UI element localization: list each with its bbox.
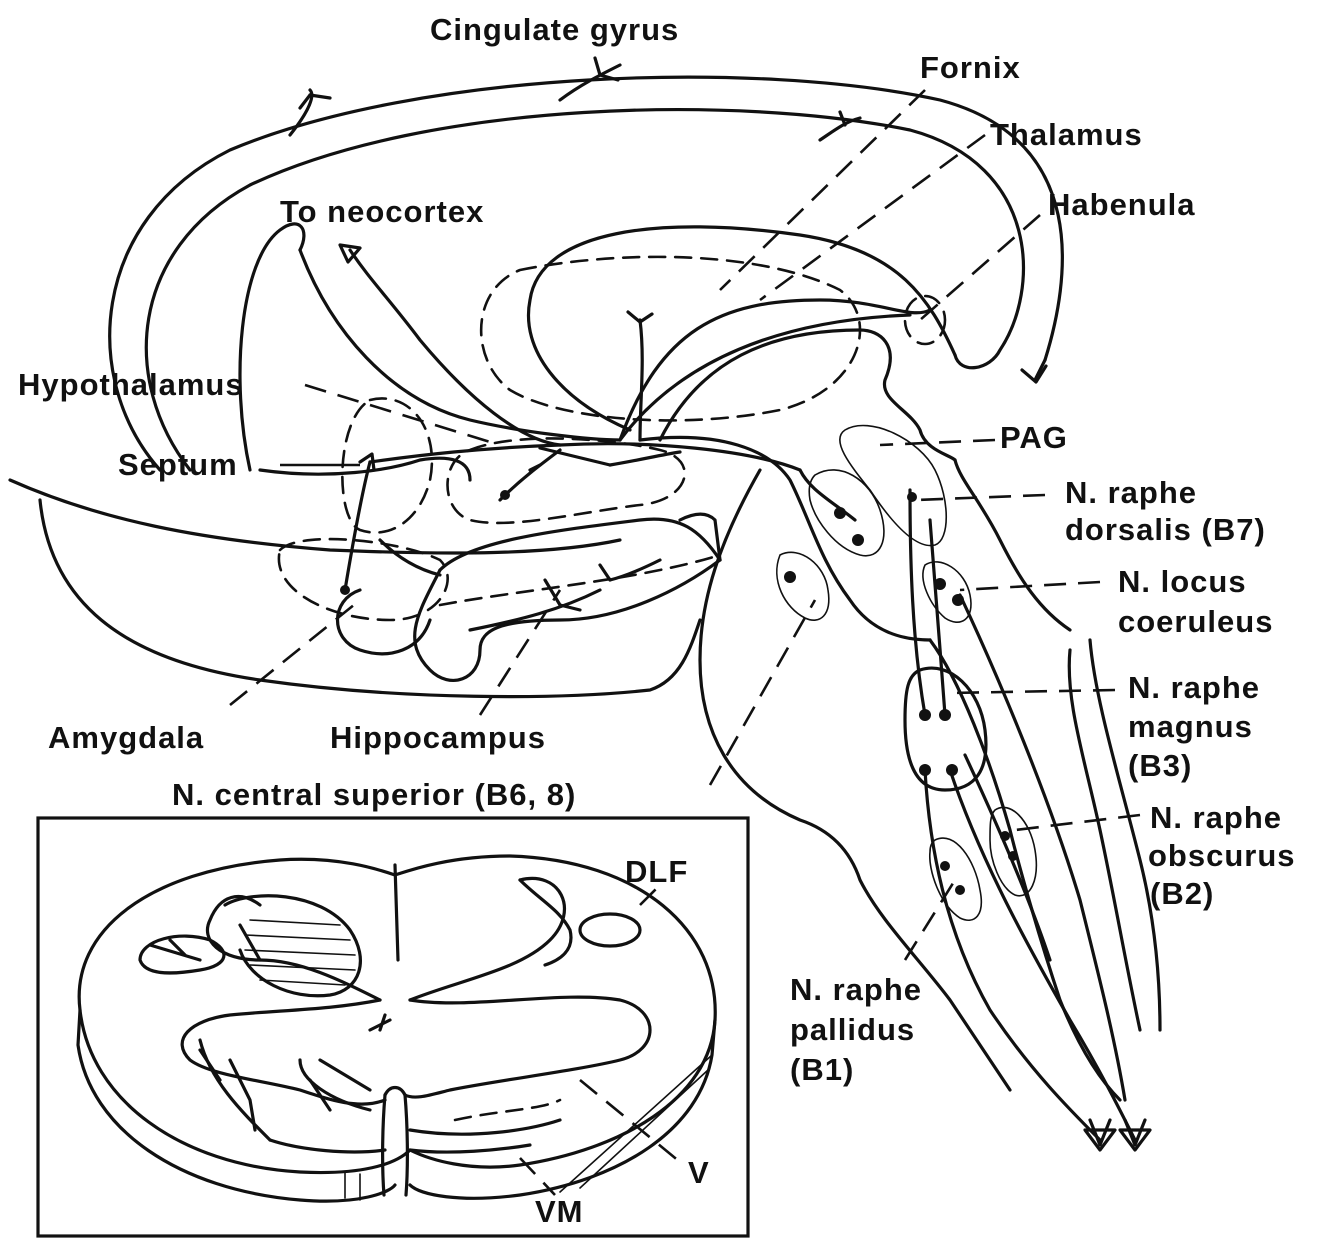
label-v: V: [688, 1155, 710, 1190]
label-raphe-magnus-line2: magnus: [1128, 709, 1253, 744]
label-fornix: Fornix: [920, 50, 1021, 85]
raphe-pallidus-nucleus: [930, 838, 982, 920]
label-raphe-magnus-line3: (B3): [1128, 748, 1192, 783]
label-amygdala: Amygdala: [48, 720, 204, 755]
thalamus-dashed: [481, 257, 860, 421]
label-habenula: Habenula: [1048, 187, 1196, 222]
label-septum: Septum: [118, 447, 238, 482]
label-locus-line2: coeruleus: [1118, 604, 1273, 639]
label-raphe-pallidus-line2: pallidus: [790, 1012, 915, 1047]
label-raphe-dorsalis-line1: N. raphe: [1065, 475, 1197, 510]
temporal-lobe-outline: [10, 458, 700, 696]
label-hypothalamus: Hypothalamus: [18, 367, 244, 402]
label-raphe-dorsalis-line2: dorsalis (B7): [1065, 512, 1266, 547]
label-vm: VM: [535, 1194, 584, 1229]
label-raphe-obscurus-line3: (B2): [1150, 876, 1214, 911]
hippocampus-outline: [338, 514, 721, 680]
label-hippocampus: Hippocampus: [330, 720, 546, 755]
central-superior-nucleus: [777, 552, 829, 620]
label-locus-line1: N. locus: [1118, 564, 1247, 599]
label-thalamus: Thalamus: [990, 117, 1143, 152]
label-raphe-obscurus-line2: obscurus: [1148, 838, 1296, 873]
label-raphe-magnus-line1: N. raphe: [1128, 670, 1260, 705]
label-raphe-pallidus-line3: (B1): [790, 1052, 854, 1087]
label-to-neocortex: To neocortex: [280, 194, 484, 229]
label-raphe-pallidus-line1: N. raphe: [790, 972, 922, 1007]
label-cingulate-gyrus: Cingulate gyrus: [430, 12, 679, 47]
label-raphe-obscurus-line1: N. raphe: [1150, 800, 1282, 835]
ascending-fibers: [340, 245, 910, 630]
spinal-cord-inset: DLF V VM: [38, 818, 748, 1236]
label-central-superior: N. central superior (B6, 8): [172, 777, 576, 812]
label-dlf: DLF: [625, 854, 688, 889]
cingulate-fibers: [290, 58, 860, 140]
locus-coeruleus-nucleus: [923, 562, 971, 622]
label-pag: PAG: [1000, 420, 1068, 455]
